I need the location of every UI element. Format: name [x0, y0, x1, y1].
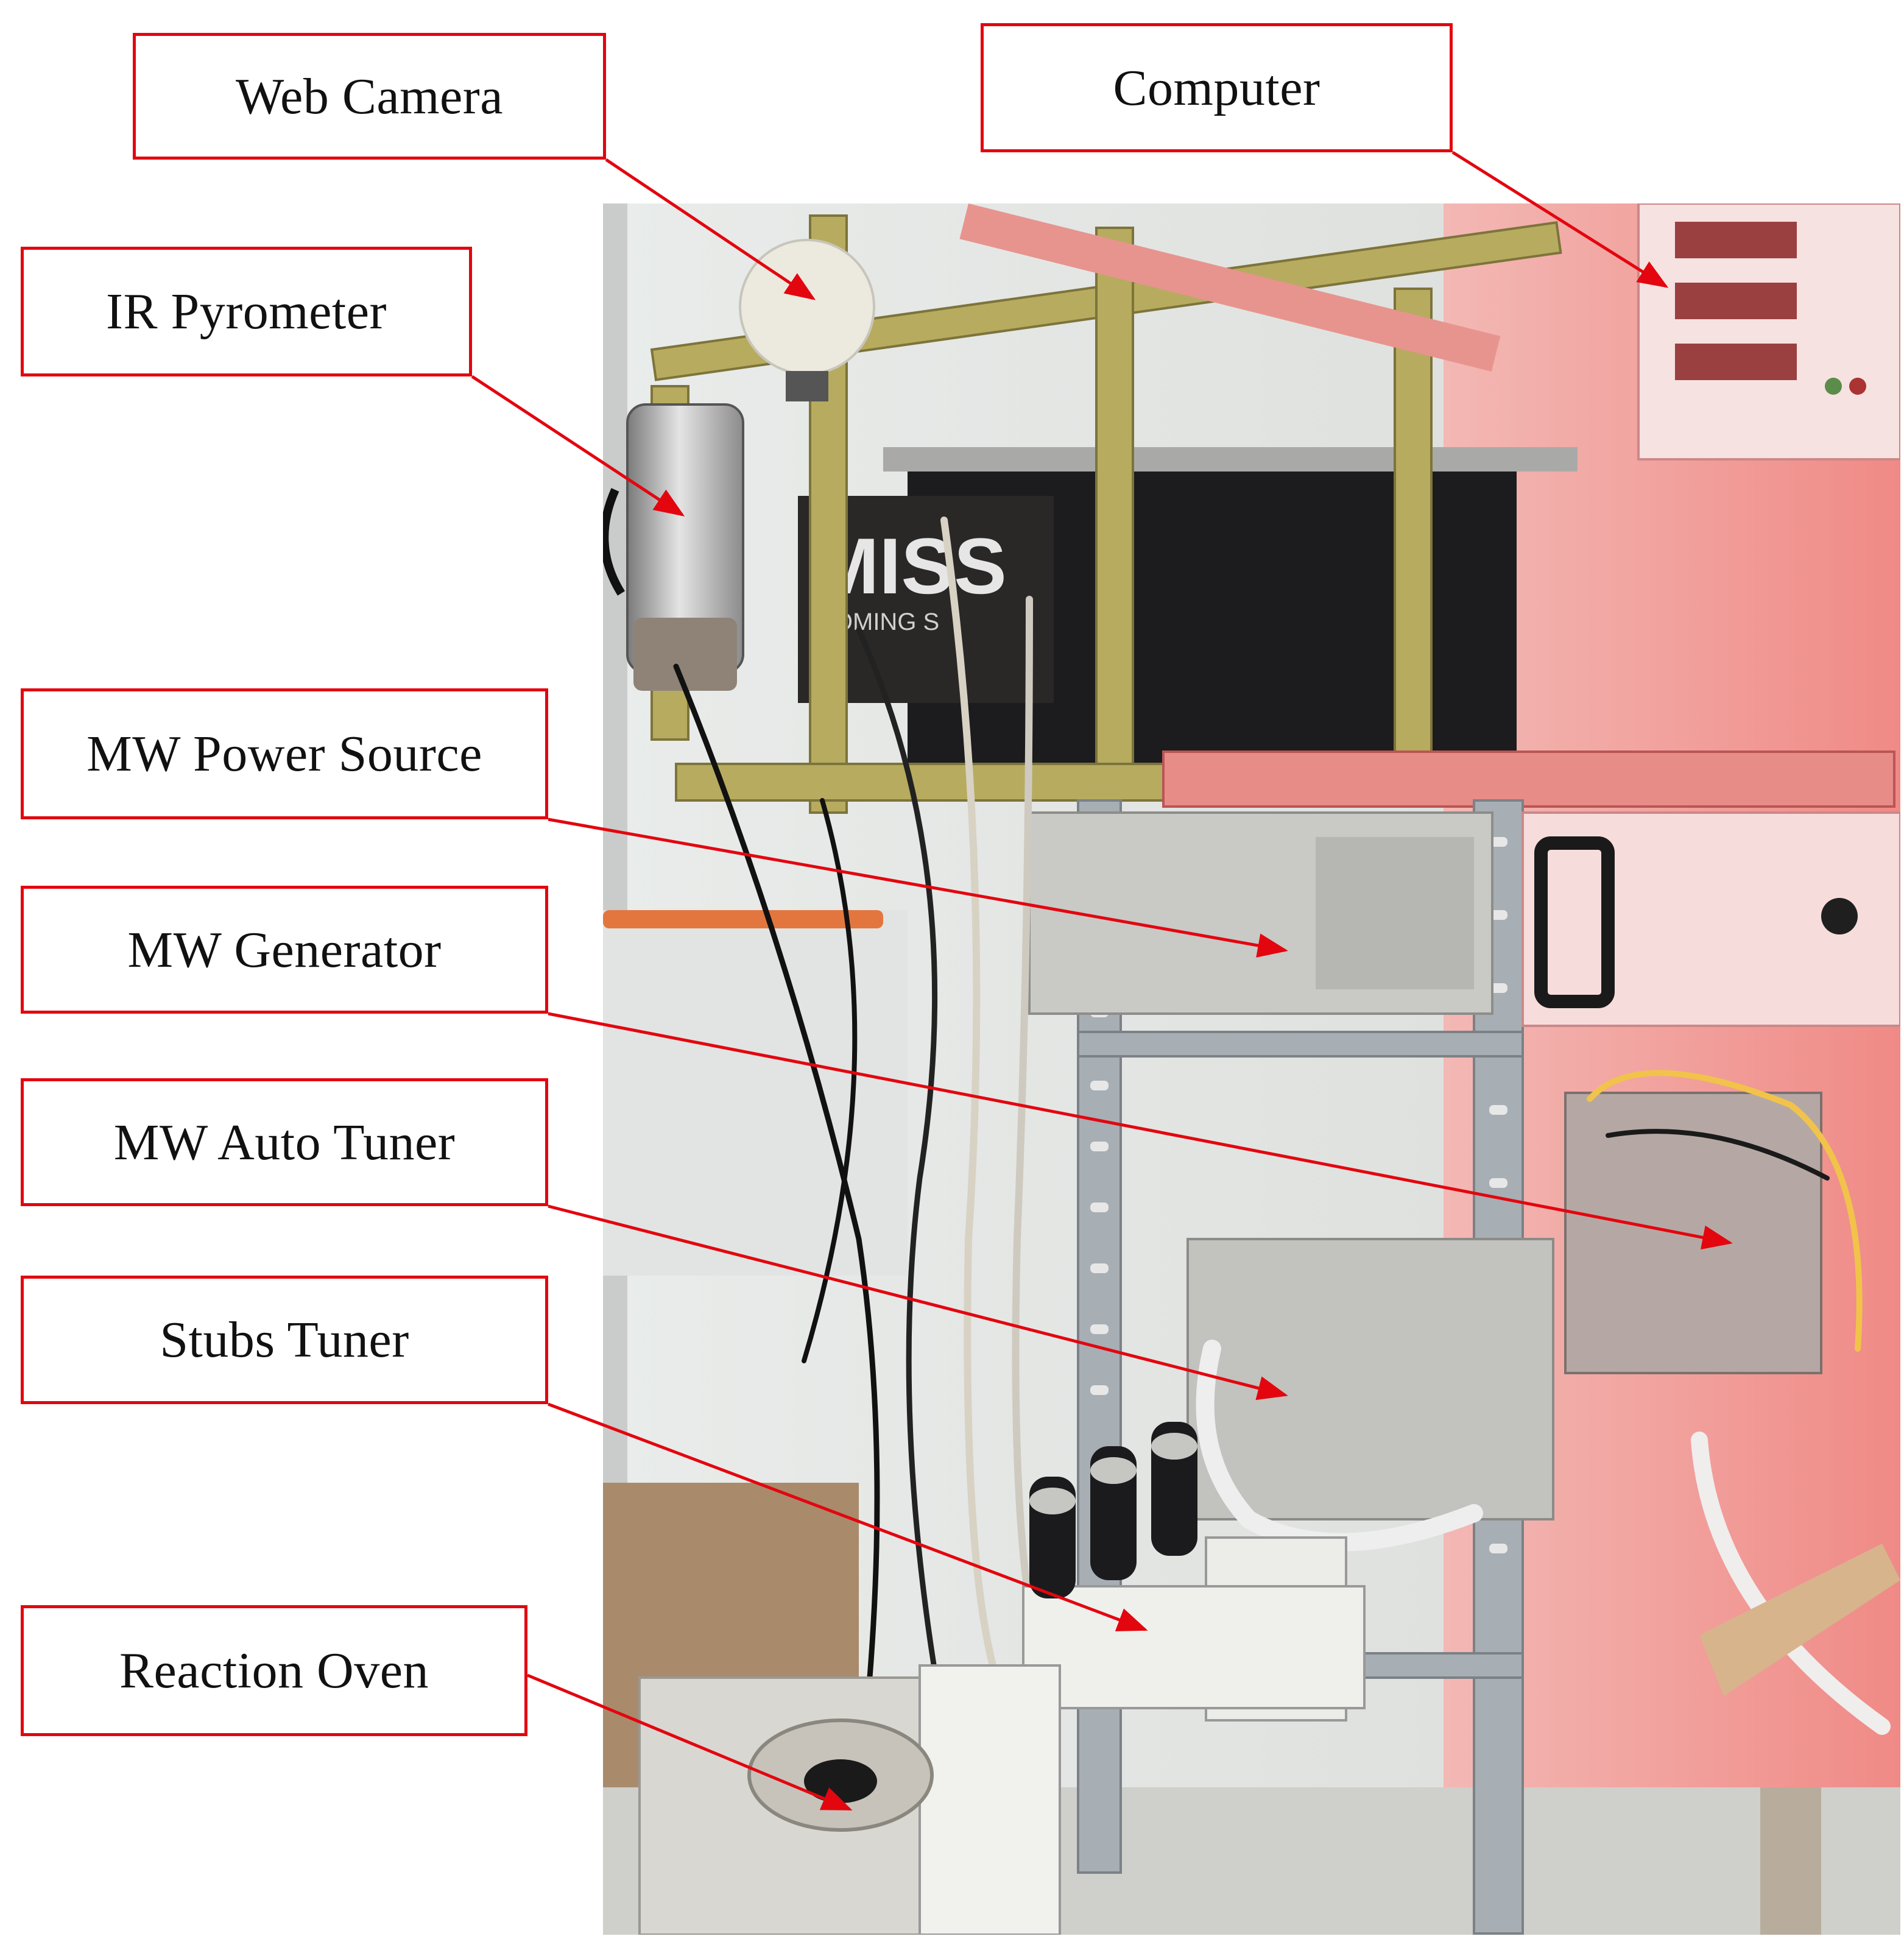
label-web-camera: Web Camera: [133, 33, 606, 160]
arrow-mw-power-source: [548, 818, 1288, 958]
mw-auto-tuner-device: [1564, 1092, 1822, 1374]
label-computer-text: Computer: [1113, 59, 1320, 116]
label-mw-auto-tuner-text: MW Auto Tuner: [113, 1114, 456, 1171]
label-computer: Computer: [981, 23, 1453, 152]
arrow-ir-pyrometer: [471, 375, 685, 517]
label-mw-power-source-text: MW Power Source: [86, 726, 482, 782]
label-stubs-tuner: Stubs Tuner: [21, 1276, 548, 1404]
label-stubs-tuner-text: Stubs Tuner: [160, 1312, 409, 1368]
label-reaction-oven: Reaction Oven: [21, 1605, 527, 1736]
arrow-web-camera: [605, 158, 816, 300]
label-mw-power-source: MW Power Source: [21, 688, 548, 819]
label-reaction-oven-text: Reaction Oven: [119, 1642, 429, 1699]
arrow-stubs-tuner: [548, 1402, 1148, 1631]
arrow-reaction-oven: [527, 1673, 853, 1811]
label-ir-pyrometer-text: IR Pyrometer: [106, 283, 387, 340]
arrow-computer: [1451, 150, 1669, 288]
label-mw-auto-tuner: MW Auto Tuner: [21, 1078, 548, 1206]
label-ir-pyrometer: IR Pyrometer: [21, 247, 472, 376]
label-mw-generator-text: MW Generator: [127, 921, 442, 978]
label-mw-generator: MW Generator: [21, 886, 548, 1014]
label-web-camera-text: Web Camera: [235, 68, 504, 125]
arrow-mw-auto-tuner: [548, 1204, 1288, 1400]
arrow-mw-generator: [548, 1012, 1733, 1250]
